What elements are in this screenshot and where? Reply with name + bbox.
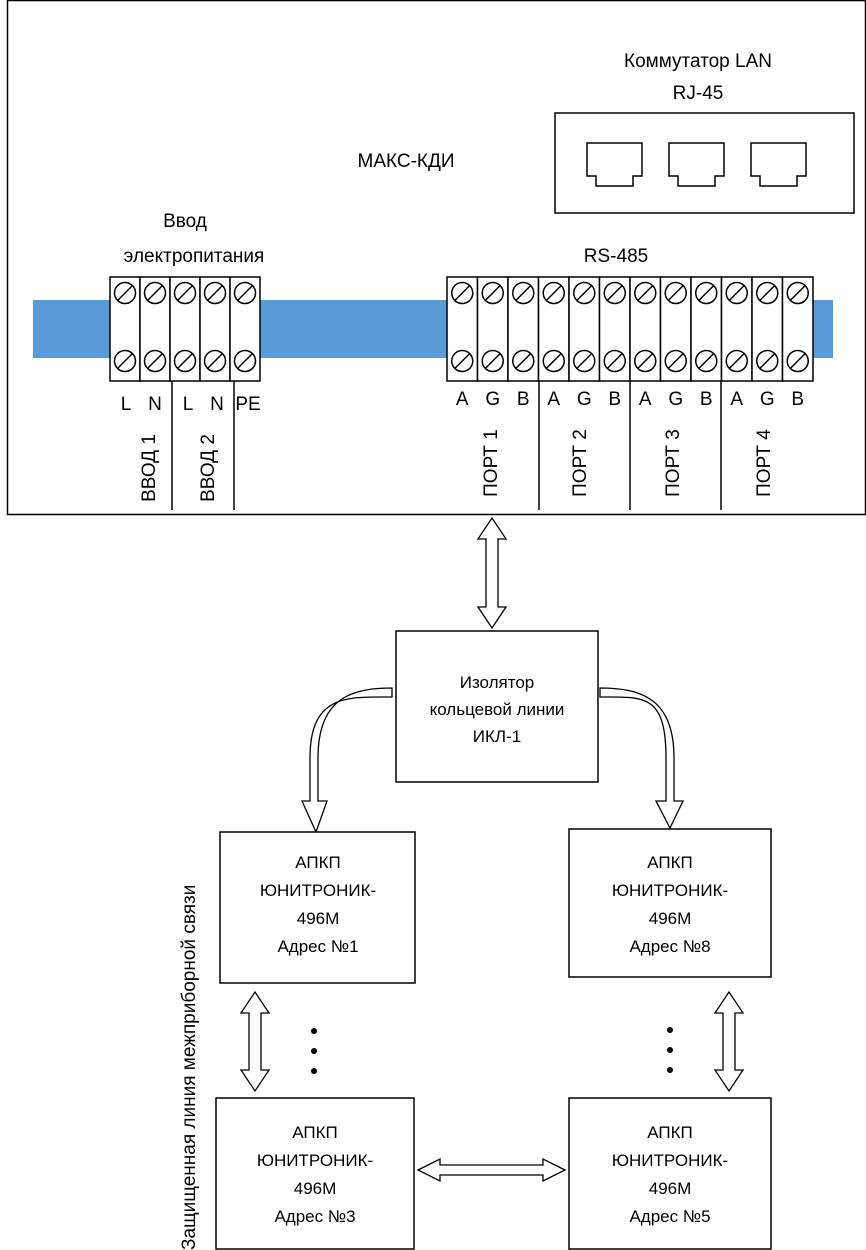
terminal-cell xyxy=(659,276,692,382)
isolator-line3: ИКЛ-1 xyxy=(473,727,521,746)
power-terminal-label: L xyxy=(183,394,194,415)
rs485-port-label: ПОРТ 3 xyxy=(663,429,684,497)
isolator-line2: кольцевой линии xyxy=(430,700,565,719)
node-box xyxy=(219,831,416,984)
terminal-cell xyxy=(629,276,662,382)
node-line4: Адрес №3 xyxy=(274,1207,355,1226)
terminal-cell xyxy=(537,276,570,382)
power-terminal-label: N xyxy=(210,394,224,415)
rj45-port-icon xyxy=(750,142,807,187)
node-line2: ЮНИТРОНИК- xyxy=(612,881,728,900)
terminal-cell xyxy=(446,276,479,382)
terminal-cell xyxy=(751,276,784,382)
ellipsis-left xyxy=(311,1028,317,1074)
ellipsis-right xyxy=(667,1027,673,1073)
double-arrow-node1-node3 xyxy=(239,990,271,1093)
rs485-terminal-label: A xyxy=(547,389,560,410)
terminal-cell xyxy=(199,276,231,382)
side-label: Защищенная линия межприборной связи xyxy=(179,885,200,1250)
rj45-port-group xyxy=(586,142,807,187)
rs485-port-label: ПОРТ 2 xyxy=(570,429,591,497)
isolator-line1: Изолятор xyxy=(460,673,535,692)
rs485-terminal-block xyxy=(446,276,814,382)
terminal-cell xyxy=(720,276,753,382)
terminal-cell xyxy=(598,276,631,382)
lan-switch-title-line2: RJ-45 xyxy=(673,83,724,104)
node-line2: ЮНИТРОНИК- xyxy=(612,1151,728,1170)
rs485-terminal-label: B xyxy=(791,389,804,410)
rs485-terminal-label: G xyxy=(485,389,500,410)
rs485-terminal-label: A xyxy=(456,389,469,410)
rj45-port-icon xyxy=(586,142,643,187)
power-terminal-block xyxy=(109,276,261,382)
node-line3: 496М xyxy=(294,1179,337,1198)
rs485-terminal-label: G xyxy=(668,389,683,410)
node-address-5: АПКП ЮНИТРОНИК- 496М Адрес №5 xyxy=(568,1097,772,1250)
rj45-port-icon xyxy=(668,142,725,187)
node-line1: АПКП xyxy=(647,853,693,872)
rs485-terminal-label: A xyxy=(639,389,652,410)
terminal-cell xyxy=(568,276,601,382)
isolator-box xyxy=(395,630,599,783)
device-name: МАКС-КДИ xyxy=(358,151,455,172)
double-arrow-node8-node5 xyxy=(713,990,745,1093)
rs485-terminal-label: B xyxy=(608,389,621,410)
node-line1: АПКП xyxy=(647,1123,693,1142)
power-input-title-line1: Ввод xyxy=(163,211,207,232)
lan-switch-title-line1: Коммутатор LAN xyxy=(624,51,772,72)
node-line3: 496М xyxy=(649,909,692,928)
terminal-cell xyxy=(169,276,201,382)
node-line4: Адрес №1 xyxy=(277,937,358,956)
lan-switch: Коммутатор LAN RJ-45 xyxy=(554,51,855,214)
node-line4: Адрес №5 xyxy=(629,1207,710,1226)
node-address-8: АПКП ЮНИТРОНИК- 496М Адрес №8 xyxy=(568,828,772,978)
power-terminal-label: L xyxy=(121,394,132,415)
rs485-terminal-label: A xyxy=(730,389,743,410)
power-terminal-label: N xyxy=(148,394,162,415)
node-address-1: АПКП ЮНИТРОНИК- 496М Адрес №1 xyxy=(219,831,416,984)
double-arrow-node3-node5 xyxy=(416,1157,567,1183)
node-box xyxy=(568,828,772,978)
node-address-3: АПКП ЮНИТРОНИК- 496М Адрес №3 xyxy=(215,1097,415,1250)
node-line2: ЮНИТРОНИК- xyxy=(260,881,376,900)
terminal-cell xyxy=(139,276,171,382)
node-line4: Адрес №8 xyxy=(629,937,710,956)
node-box xyxy=(215,1097,415,1250)
double-arrow-device-isolator xyxy=(476,516,508,630)
rs485-port-label: ПОРТ 4 xyxy=(754,429,775,497)
curved-arrow-isolator-node1 xyxy=(300,687,393,834)
rs485-port-label: ПОРТ 1 xyxy=(481,429,502,497)
node-line3: 496М xyxy=(297,909,340,928)
terminal-cell xyxy=(476,276,509,382)
terminal-cell xyxy=(781,276,814,382)
power-terminal-label: PE xyxy=(235,394,260,415)
node-line2: ЮНИТРОНИК- xyxy=(257,1151,373,1170)
node-box xyxy=(568,1097,772,1250)
node-line1: АПКП xyxy=(292,1123,338,1142)
rs485-terminal-label: G xyxy=(577,389,592,410)
node-line1: АПКП xyxy=(295,853,341,872)
terminal-cell xyxy=(229,276,261,382)
terminal-cell xyxy=(690,276,723,382)
rs485-terminal-label: G xyxy=(760,389,775,410)
rs485-terminal-label: B xyxy=(517,389,530,410)
power-group-label: ВВОД 1 xyxy=(139,434,160,502)
curved-arrow-isolator-node8 xyxy=(599,687,685,830)
terminal-cell xyxy=(507,276,540,382)
rs485-title: RS-485 xyxy=(584,246,648,267)
rs485-terminal-label: B xyxy=(700,389,713,410)
node-line3: 496М xyxy=(649,1179,692,1198)
terminal-cell xyxy=(109,276,141,382)
power-input-title-line2: электропитания xyxy=(124,246,265,267)
power-group-label: ВВОД 2 xyxy=(198,434,219,502)
